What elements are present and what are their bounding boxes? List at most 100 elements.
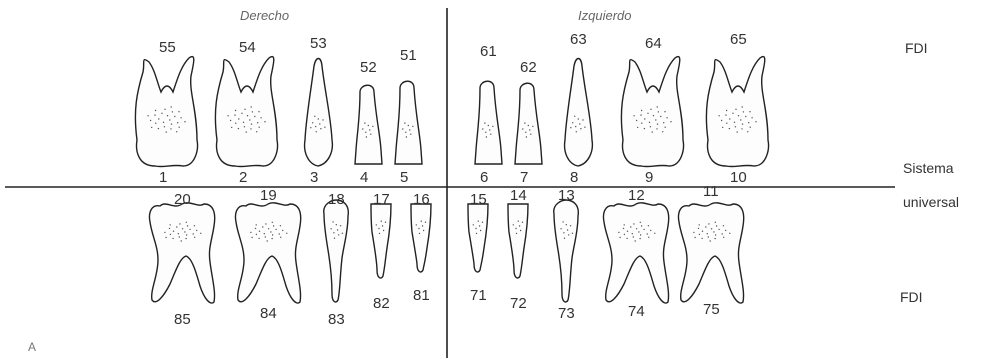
stipple-dot [568, 234, 569, 235]
stipple-dot [151, 127, 152, 128]
stipple-dot [158, 128, 159, 129]
stipple-dot [227, 115, 228, 116]
lower-incisor-outline [508, 204, 528, 278]
stipple-dot [272, 222, 273, 223]
stipple-dot [755, 121, 756, 122]
lower-universal-number: 14 [510, 188, 527, 203]
stipple-dot [254, 116, 255, 117]
stipple-dot [479, 225, 480, 226]
stipple-dot [318, 118, 319, 119]
lower-canine-outline [554, 200, 579, 302]
stipple-dot [234, 114, 235, 115]
stipple-dot [482, 128, 483, 129]
lower-fdi-number: 73 [558, 306, 575, 321]
stipple-dot [566, 224, 567, 225]
stipple-dot [172, 111, 173, 112]
stipple-dot [170, 234, 171, 235]
upper-fdi-number: 55 [159, 40, 176, 55]
upper-universal-number: 6 [480, 170, 488, 185]
stipple-dot [257, 122, 258, 123]
stipple-dot [515, 228, 516, 229]
lower-fdi-number: 84 [260, 306, 277, 321]
stipple-dot [330, 228, 331, 229]
stipple-dot [641, 225, 642, 226]
header-left-side: Izquierdo [578, 8, 631, 23]
stipple-dot [524, 122, 525, 123]
upper-fdi-number: 51 [400, 48, 417, 63]
lower-fdi-number: 71 [470, 288, 487, 303]
stipple-dot [161, 113, 162, 114]
upper-tooth [355, 85, 382, 164]
stipple-dot [562, 221, 563, 222]
stipple-dot [194, 225, 195, 226]
stipple-dot [265, 223, 266, 224]
lower-tooth [411, 204, 431, 272]
lower-tooth [468, 204, 488, 272]
stipple-dot [244, 109, 245, 110]
stipple-dot [164, 109, 165, 110]
stipple-dot [369, 129, 370, 130]
lower-tooth [235, 203, 300, 303]
stipple-dot [490, 134, 491, 135]
stipple-dot [475, 228, 476, 229]
stipple-dot [708, 223, 709, 224]
lower-fdi-number: 83 [328, 312, 345, 327]
stipple-dot [167, 115, 168, 116]
stipple-dot [632, 233, 633, 234]
stipple-dot [578, 118, 579, 119]
stipple-dot [155, 110, 156, 111]
stipple-dot [485, 132, 486, 133]
stipple-dot [376, 224, 377, 225]
stipple-dot [718, 229, 719, 230]
upper-universal-number: 7 [520, 170, 528, 185]
stipple-dot [633, 236, 634, 237]
stipple-dot [241, 113, 242, 114]
stipple-dot [480, 230, 481, 231]
stipple-dot [650, 230, 651, 231]
stipple-dot [715, 222, 716, 223]
stipple-dot [749, 111, 750, 112]
stipple-dot [280, 225, 281, 226]
stipple-dot [230, 120, 231, 121]
stipple-dot [273, 225, 274, 226]
upper-canine-outline [305, 59, 333, 167]
upper-fdi-number: 63 [570, 32, 587, 47]
stipple-dot [179, 223, 180, 224]
stipple-dot [381, 221, 382, 222]
stipple-dot [364, 122, 365, 123]
stipple-dot [572, 122, 573, 123]
stipple-dot [150, 120, 151, 121]
stipple-dot [618, 232, 619, 233]
stipple-dot [262, 226, 263, 227]
stipple-dot [322, 119, 323, 120]
upper-teeth-group [135, 57, 768, 167]
stipple-dot [154, 114, 155, 115]
stipple-dot [742, 123, 743, 124]
stipple-dot [147, 115, 148, 116]
stipple-dot [647, 113, 648, 114]
stipple-dot [740, 119, 741, 120]
lower-fdi-number: 75 [703, 302, 720, 317]
stipple-dot [251, 123, 252, 124]
stipple-dot [338, 234, 339, 235]
stipple-dot [184, 231, 185, 232]
stipple-dot [641, 110, 642, 111]
stipple-dot [404, 122, 405, 123]
stipple-dot [333, 232, 334, 233]
stipple-dot [654, 233, 655, 234]
stipple-dot [171, 106, 172, 107]
stipple-dot [177, 122, 178, 123]
stipple-dot [513, 224, 514, 225]
lower-universal-number: 11 [703, 184, 719, 199]
stipple-dot [525, 132, 526, 133]
lower-tooth [371, 204, 391, 278]
stipple-dot [519, 225, 520, 226]
stipple-dot [741, 128, 742, 129]
stipple-dot [516, 233, 517, 234]
stipple-dot [640, 234, 641, 235]
lower-tooth [324, 200, 349, 302]
stipple-dot [196, 230, 197, 231]
stipple-dot [173, 231, 174, 232]
stipple-dot [267, 240, 268, 241]
stipple-dot [663, 122, 664, 123]
